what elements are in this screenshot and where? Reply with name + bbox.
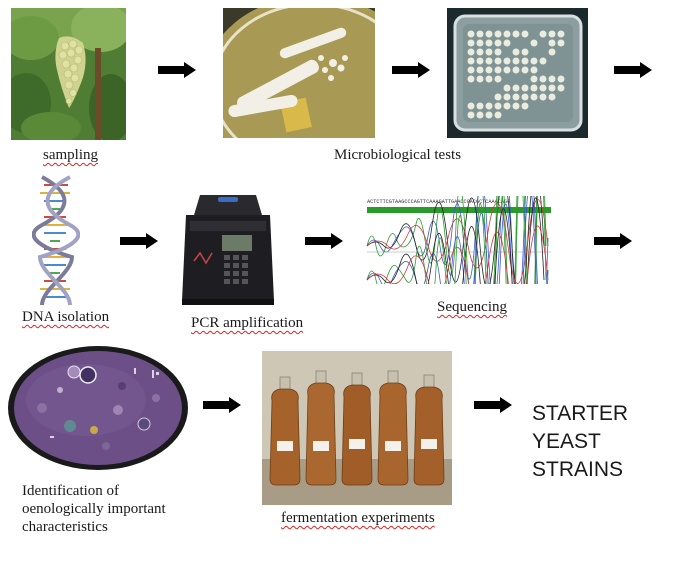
identification-line-3: characteristics	[22, 519, 108, 535]
identification-label: Identification of oenologically importan…	[22, 482, 166, 536]
pcr-machine-image	[180, 193, 276, 307]
final-result-line-2: STRAINS	[532, 458, 624, 481]
right-arrow-icon	[203, 397, 241, 413]
right-arrow-icon	[594, 233, 632, 249]
dna-isolation-label: DNA isolation	[22, 309, 110, 325]
fermentation-label: fermentation experiments	[281, 510, 435, 526]
sampling-label: sampling	[43, 147, 98, 163]
pcr-amplification-label: PCR amplification	[191, 315, 304, 331]
right-arrow-icon	[120, 233, 158, 249]
dna-helix-image	[32, 175, 80, 307]
agar-plate-image	[6, 344, 191, 472]
sequencing-chromatogram-image: ACTCTTCGTAAGCCCAGTTCAAAGATTGAACCGACGCTCA…	[364, 196, 554, 284]
right-arrow-icon	[392, 62, 430, 78]
right-arrow-icon	[305, 233, 343, 249]
identification-line-2: oenologically important	[22, 501, 166, 517]
identification-line-1: Identification of	[22, 483, 120, 499]
colony-plate-image	[447, 8, 588, 138]
fermentation-jars-image	[262, 351, 452, 505]
sequencing-label: Sequencing	[437, 299, 507, 315]
final-result: STARTER YEAST STRAINS	[532, 400, 698, 484]
final-result-line-1: STARTER YEAST	[532, 402, 629, 453]
sampling-image	[11, 8, 126, 140]
right-arrow-icon	[614, 62, 652, 78]
right-arrow-icon	[474, 397, 512, 413]
petri-dish-image	[223, 8, 375, 138]
right-arrow-icon	[158, 62, 196, 78]
micro-tests-label: Microbiological tests	[334, 147, 462, 163]
